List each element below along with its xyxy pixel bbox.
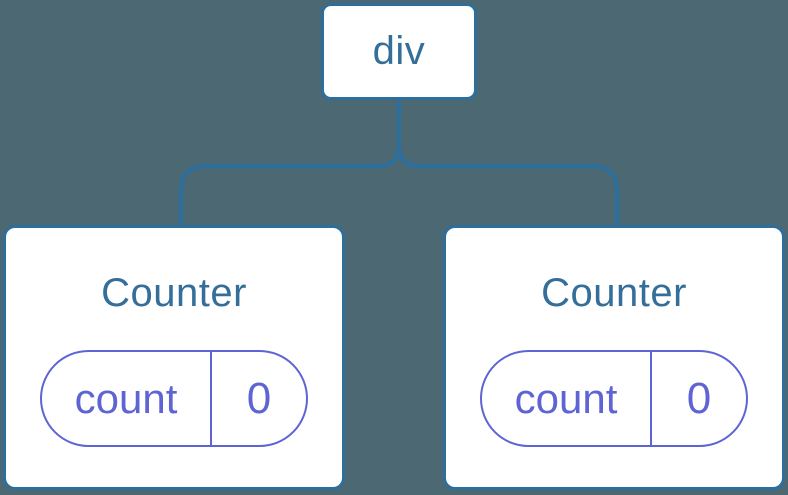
connector-right-branch	[396, 144, 620, 226]
state-pill: count 0	[40, 350, 308, 447]
state-key: count	[42, 352, 212, 445]
connector-left-branch	[178, 100, 402, 226]
state-key: count	[482, 352, 652, 445]
counter-card: Counter count 0	[443, 225, 785, 490]
counter-title: Counter	[101, 271, 247, 315]
state-pill: count 0	[480, 350, 748, 447]
root-node: div	[321, 3, 477, 100]
counter-card: Counter count 0	[3, 225, 345, 490]
state-value: 0	[246, 373, 272, 423]
counter-title: Counter	[541, 271, 687, 315]
state-value: 0	[686, 373, 712, 423]
root-node-label: div	[372, 29, 426, 73]
